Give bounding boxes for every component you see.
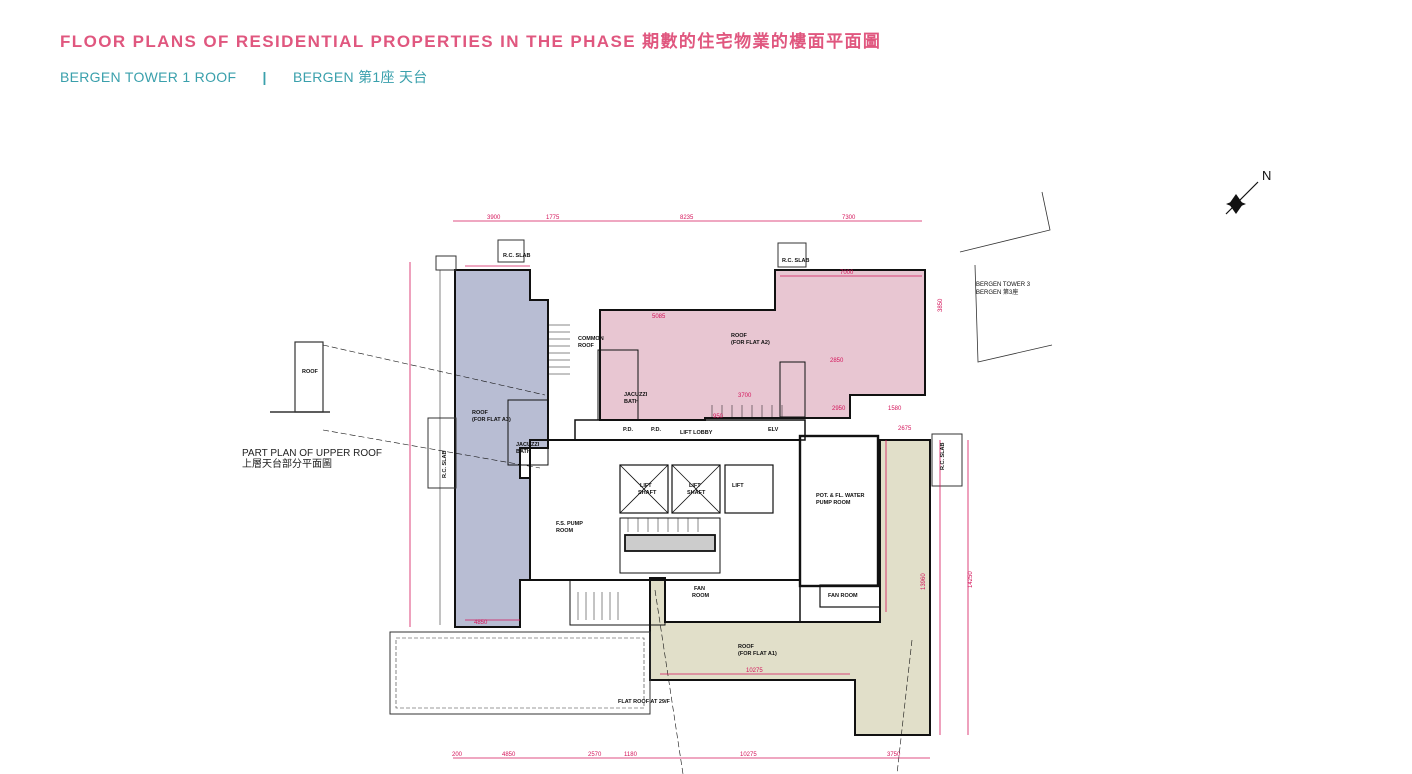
dimension-labels: 3900 1775 8235 7300 200 4850 2570 1180 1… [452,215,974,758]
dim-top-2: 1775 [546,215,560,221]
subtitle-english: BERGEN TOWER 1 ROOF [60,69,237,85]
label-jacuzzi-1a: JACUZZI [516,442,540,448]
north-arrow-icon: N [1225,168,1271,215]
dim-right-1: 14250 [968,571,974,588]
dimension-lines [409,220,969,759]
dim-bottom-5: 10275 [740,752,757,758]
label-fan-room-2: FAN ROOM [828,593,858,599]
part-plan-label-zh: 上層天台部分平面圖 [242,459,332,470]
label-roof-a3-1: ROOF [472,410,489,416]
dim-bottom-4: 1180 [624,752,638,758]
dim-top-4: 7300 [842,215,856,221]
part-plan-label: PART PLAN OF UPPER ROOF 上層天台部分平面圖 [242,448,382,470]
label-fs-pump-1: F.S. PUMP [556,521,583,527]
label-roof-a1-1: ROOF [738,644,755,650]
label-water-pump-1: POT. & FL. WATER [816,493,865,499]
outer-outlines [270,191,1053,715]
label-fan-room-1a: FAN [694,586,705,592]
label-roof-a1-2: (FOR FLAT A1) [738,651,777,657]
label-jacuzzi-2a: JACUZZI [624,392,648,398]
dim-inner-4: 2850 [830,358,844,364]
neighbour-line-1: BERGEN TOWER 3 [976,282,1031,288]
part-plan-label-en: PART PLAN OF UPPER ROOF [242,448,383,459]
page-subtitle: BERGEN TOWER 1 ROOF | BERGEN 第1座 天台 [60,67,428,87]
label-lift-shaft-1a: LIFT [640,483,652,489]
label-flat-roof-29f: FLAT ROOF AT 29/F [618,699,670,705]
label-lift: LIFT [732,483,744,489]
subtitle-chinese: BERGEN 第1座 天台 [292,69,428,85]
label-roof-a2-1: ROOF [731,333,748,339]
neighbour-line-2: BERGEN 第3座 [976,288,1018,296]
dim-inner-6: 2950 [832,406,846,412]
label-rc-slab-1: R.C. SLAB [503,253,531,259]
label-jacuzzi-2b: BATH [624,399,639,405]
dim-top-3: 8235 [680,215,694,221]
dim-inner-11: 1580 [888,406,902,412]
dim-inner-5: 3700 [738,393,752,399]
label-water-pump-2: PUMP ROOM [816,500,851,506]
dim-inner-7: 10275 [746,668,763,674]
dim-inner-8: 4850 [474,620,488,626]
neighbour-label: BERGEN TOWER 3 BERGEN 第3座 [976,282,1031,296]
dim-inner-1: 3850 [938,298,944,312]
dim-top-1: 3900 [487,215,501,221]
dim-inner-3: 7000 [840,270,854,276]
room-labels: ROOF (FOR FLAT A3) ROOF (FOR FLAT A2) RO… [302,253,946,705]
roof-flat-a3-area [454,269,549,628]
label-rc-slab-3: R.C. SLAB [442,450,448,478]
label-common-roof-1: COMMON [578,336,604,342]
page-title: FLOOR PLANS OF RESIDENTIAL PROPERTIES IN… [60,32,882,51]
label-elv: ELV [768,427,779,433]
label-lift-shaft-2a: LIFT [689,483,701,489]
label-pd-2: P.D. [651,427,661,433]
label-part-plan-roof: ROOF [302,369,319,375]
label-lift-lobby: LIFT LOBBY [680,430,713,436]
north-label: N [1262,168,1271,183]
dim-bottom-3: 2570 [588,752,602,758]
stairs [548,324,783,620]
subtitle-separator: | [262,69,267,85]
label-fs-pump-2: ROOM [556,528,574,534]
label-rc-slab-4: R.C. SLAB [940,442,946,470]
label-lift-shaft-2b: SHAFT [687,490,706,496]
label-pd-1: P.D. [623,427,633,433]
label-roof-a2-2: (FOR FLAT A2) [731,340,770,346]
dim-inner-9: 2675 [898,426,912,432]
label-rc-slab-2: R.C. SLAB [782,258,810,264]
dim-inner-2: 5085 [652,314,666,320]
label-roof-a3-2: (FOR FLAT A3) [472,417,511,423]
label-common-roof-2: ROOF [578,343,595,349]
dim-inner-10: 950 [713,414,724,420]
leader-lines [322,344,913,774]
label-lift-shaft-1b: SHAFT [638,490,657,496]
dim-right-2: 13960 [921,573,927,590]
core-building [507,349,881,626]
dim-bottom-1: 200 [452,752,463,758]
label-fan-room-1b: ROOM [692,593,710,599]
dim-bottom-2: 4850 [502,752,516,758]
label-jacuzzi-1b: BATH [516,449,531,455]
dim-bottom-6: 3750 [887,752,901,758]
